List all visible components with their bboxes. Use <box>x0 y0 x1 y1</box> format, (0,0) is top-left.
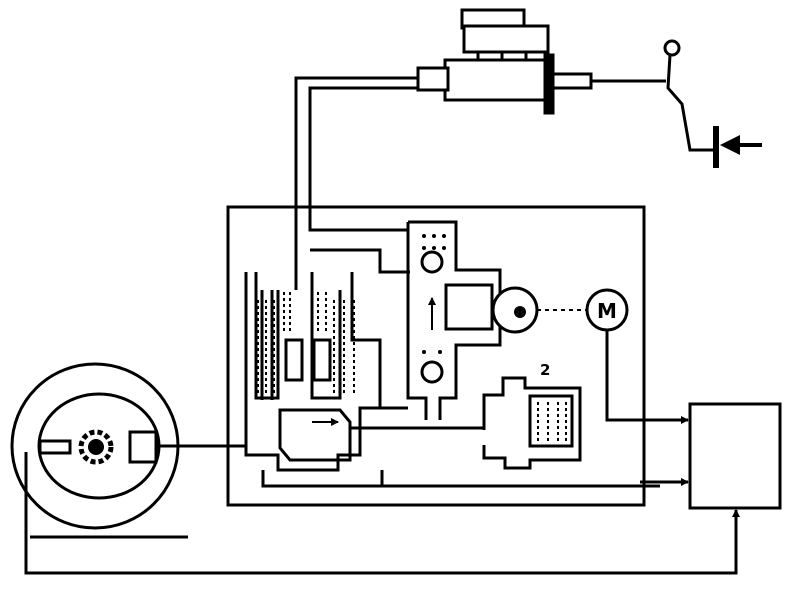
wheel <box>10 362 188 539</box>
sensor-gear-icon <box>78 429 114 465</box>
pump-valve-dots <box>422 234 446 354</box>
eccentric-cam <box>491 286 539 334</box>
solenoid-valve-block <box>244 272 382 472</box>
return-pump <box>406 220 502 420</box>
valve-springs <box>257 292 355 395</box>
master-brake-line <box>294 76 418 290</box>
pedal-force-arrow-icon <box>720 135 762 155</box>
motor-icon: M <box>585 288 629 332</box>
modulator-housing <box>226 205 646 507</box>
accumulator-number-label: 2 <box>540 361 550 379</box>
motor-label: M <box>597 299 617 323</box>
accumulator <box>482 376 582 470</box>
accumulator-spring <box>537 402 567 442</box>
brake-pedal <box>591 39 719 168</box>
electronic-control-unit <box>688 402 782 510</box>
internal-lines <box>261 248 660 488</box>
master-cylinder <box>416 8 593 115</box>
signal-wires <box>24 330 740 575</box>
